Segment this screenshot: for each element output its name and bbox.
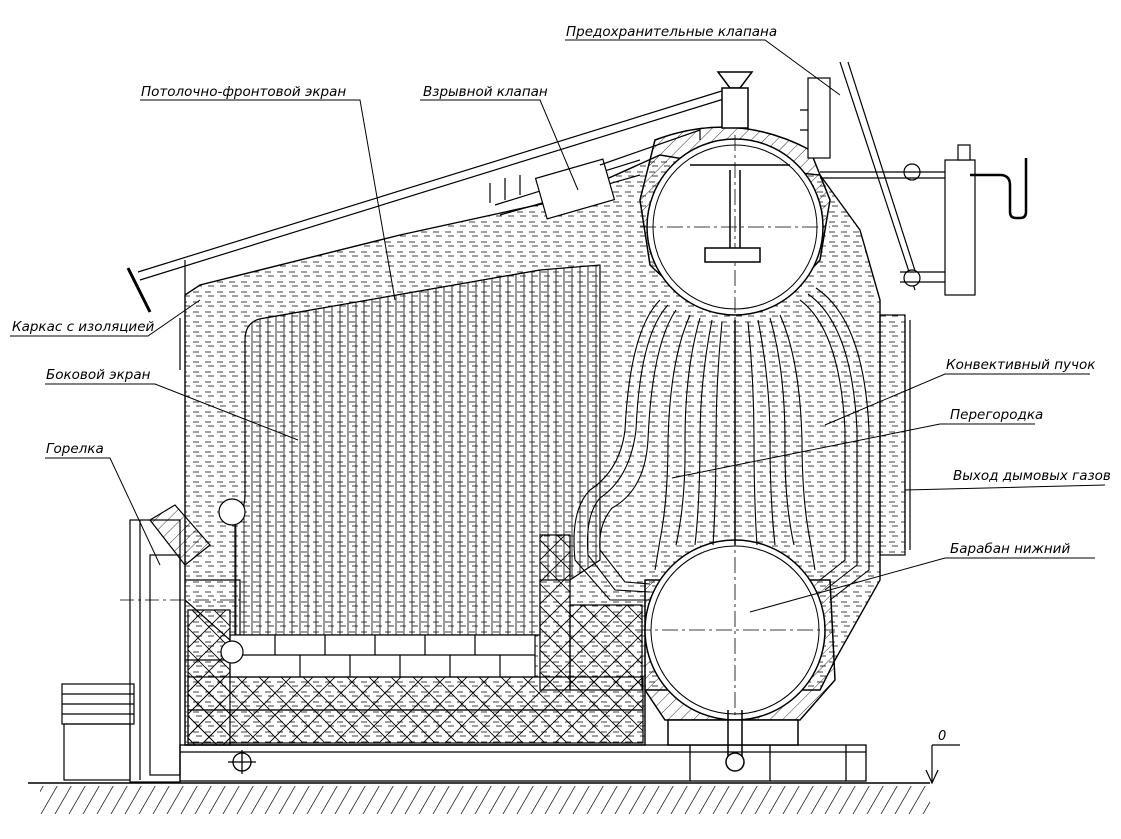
label-lower-drum: Барабан нижний [950,541,1071,557]
front-header [179,260,246,664]
level-mark [925,744,960,785]
fan-motor [61,519,181,783]
label-burner: Горелка [46,441,104,457]
upper-drum [639,71,831,320]
roof-pipes [126,89,728,313]
label-flue-gas-outlet: Выход дымовых газов [953,468,1111,484]
lower-drum [635,530,836,772]
convective-bundle [573,287,870,601]
level-mark-label: 0 [938,729,946,744]
leader-lines [10,39,1106,613]
label-partition: Перегородка [950,407,1044,423]
label-convective-bundle: Конвективный пучок [946,357,1096,373]
label-side-screen: Боковой экран [46,367,151,383]
label-safety-valves: Предохранительные клапана [566,24,778,40]
side-screen [234,264,601,636]
safety-valves [800,61,1028,296]
label-frame-insulation: Каркас с изоляцией [12,319,155,335]
label-explosion-valve: Взрывной клапан [423,84,548,100]
label-ceiling-front-screen: Потолочно-фронтовой экран [141,84,347,100]
base-frame [179,744,867,782]
furnace-floor [187,534,644,746]
ground [28,782,930,814]
